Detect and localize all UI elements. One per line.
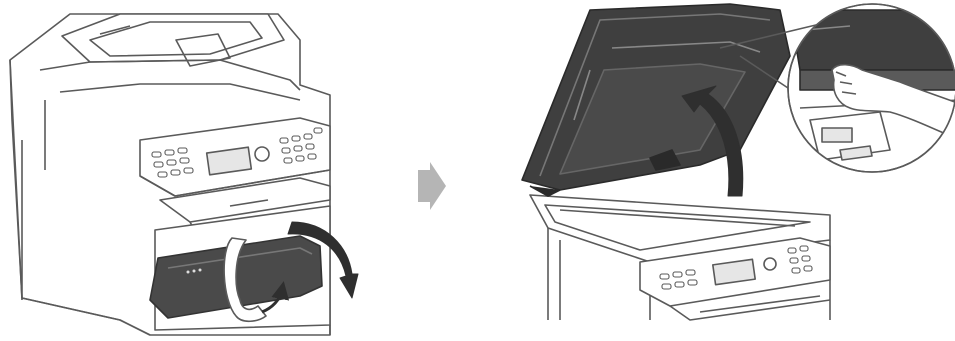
inset-detail	[787, 3, 955, 173]
panel-display	[205, 146, 253, 176]
chevron-right-icon	[418, 162, 446, 210]
lift-lid-arrow-icon	[681, 85, 744, 197]
output-tray	[159, 177, 331, 223]
left-printer	[9, 13, 359, 336]
open-cover-arrow-icon	[287, 221, 359, 299]
panel-buttons	[659, 245, 813, 290]
panel-buttons	[151, 127, 323, 178]
hand	[831, 63, 955, 141]
right-printer	[521, 3, 831, 321]
lift-tape-arrow-icon	[261, 281, 290, 314]
panel-display	[712, 258, 756, 286]
